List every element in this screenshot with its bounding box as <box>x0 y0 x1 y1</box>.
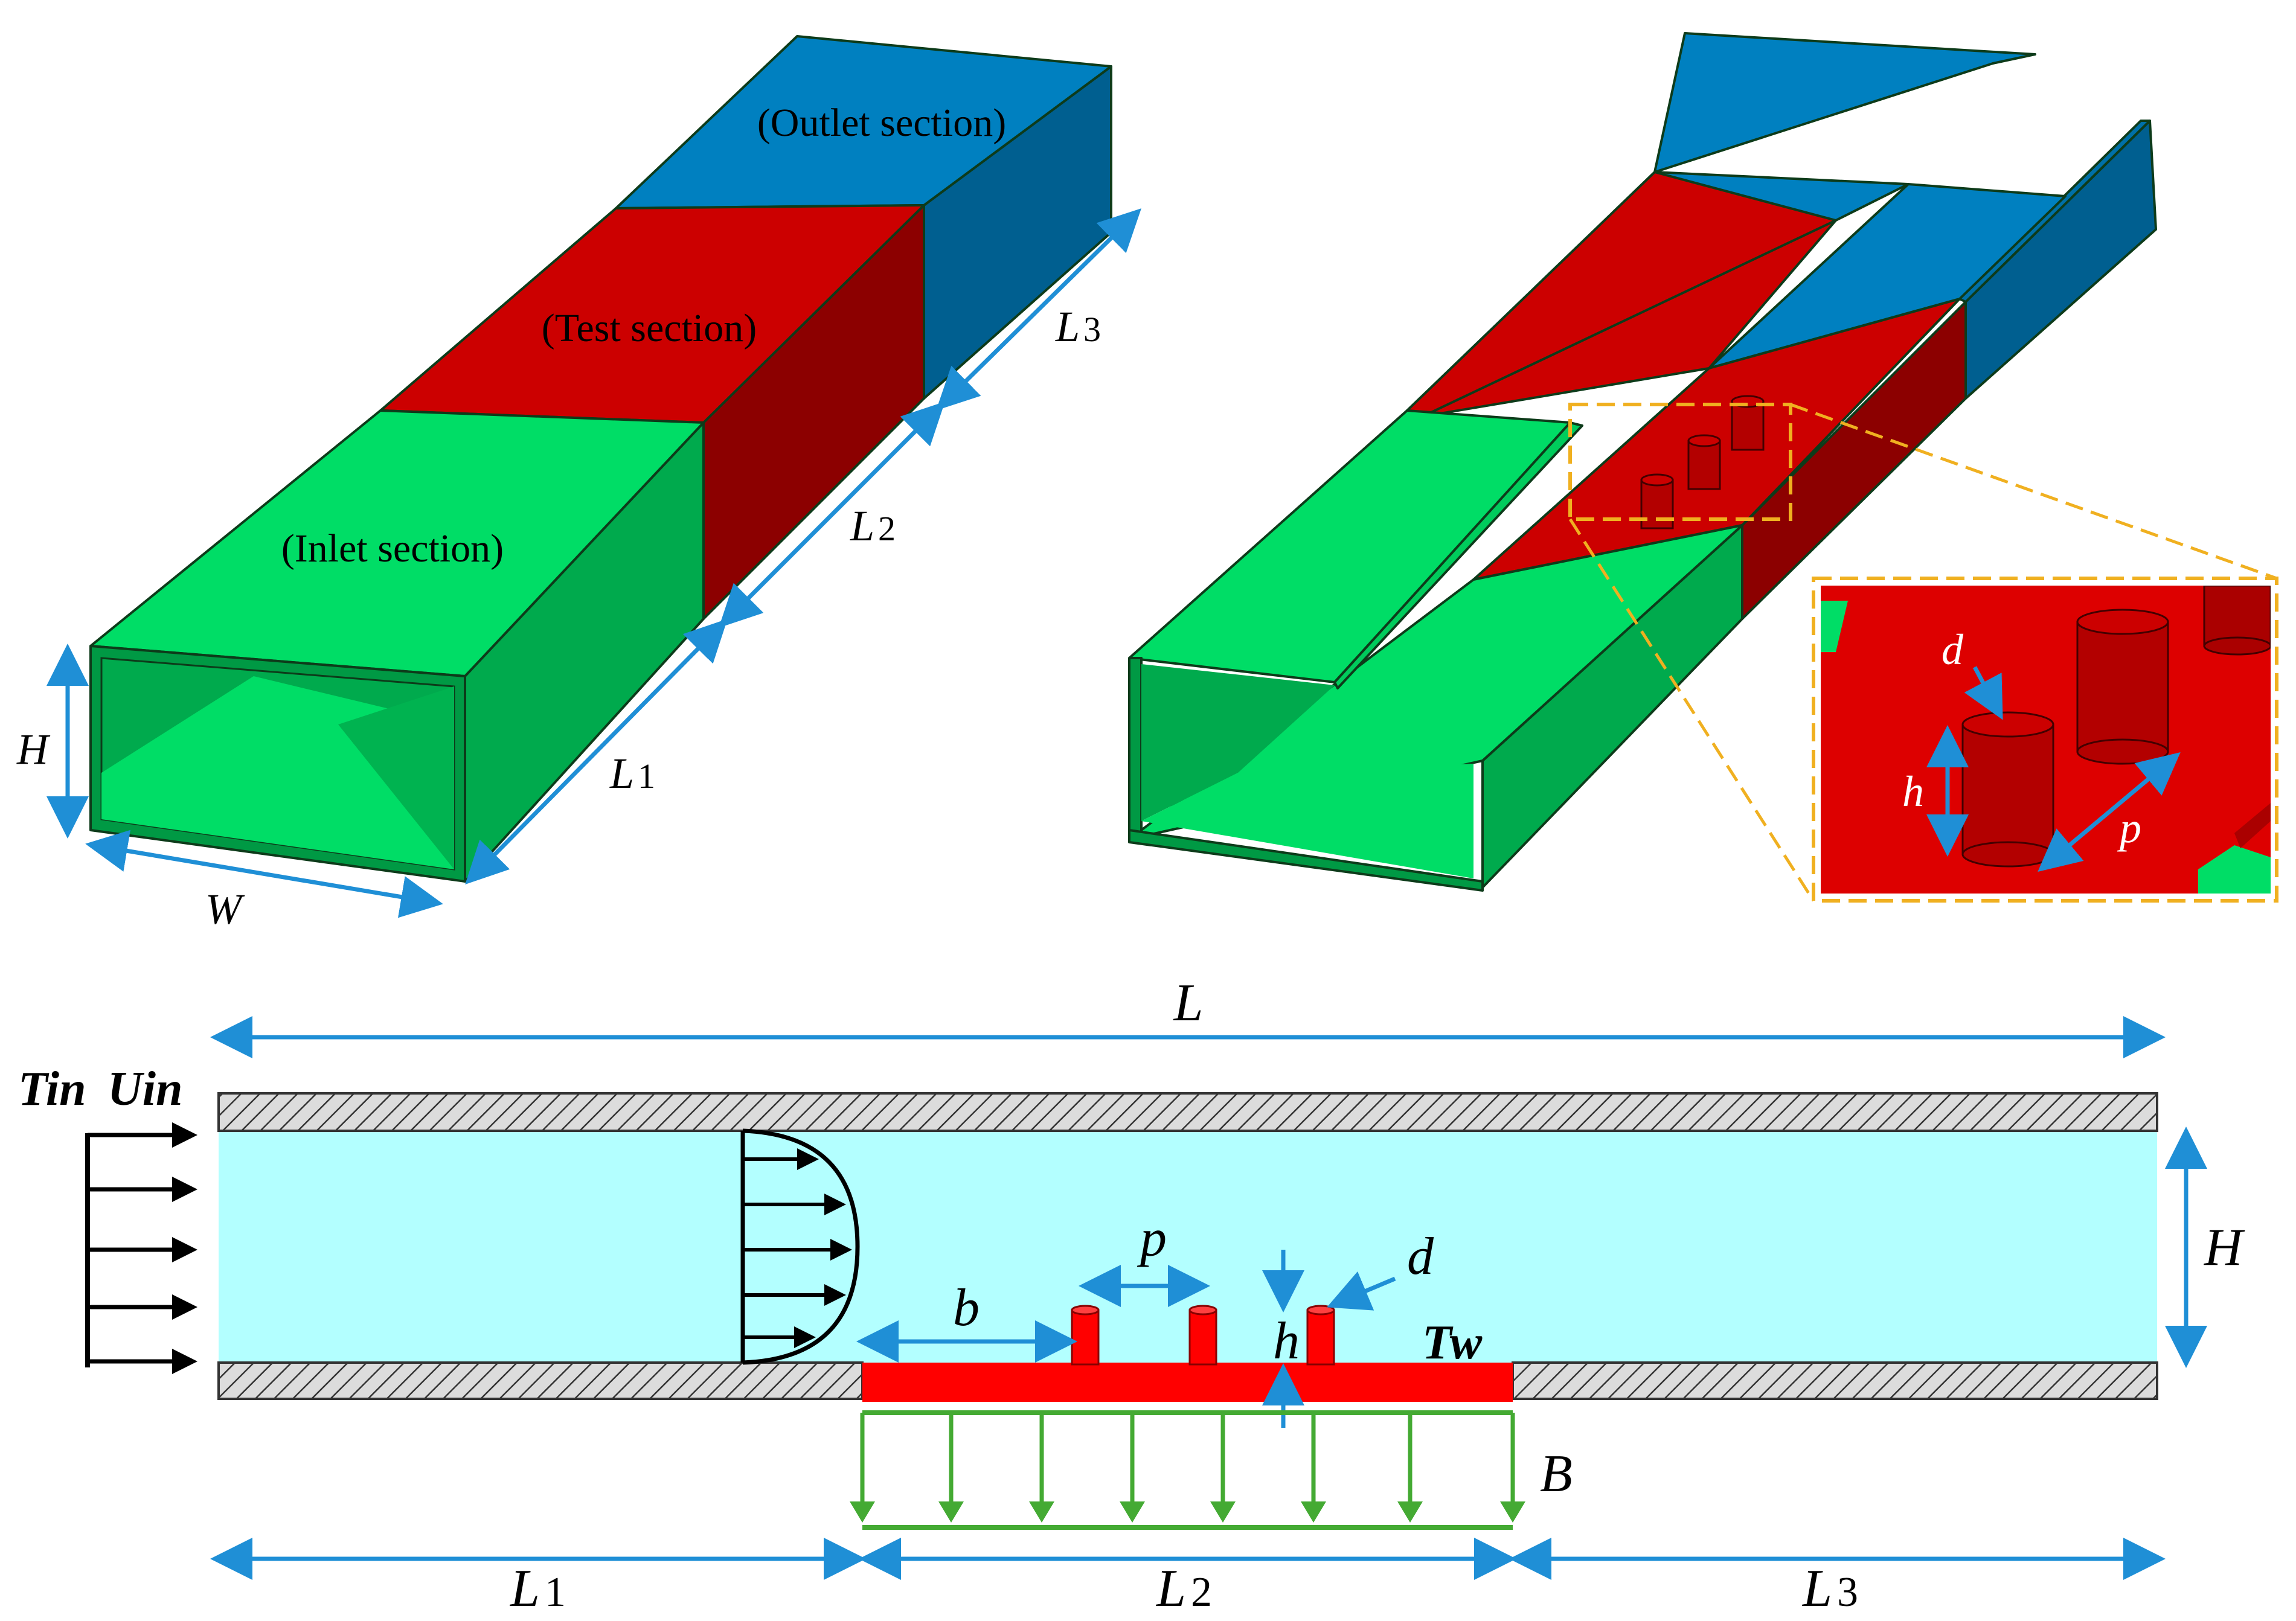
closed-duct-3d: (Outlet section) (Test section) (Inlet s… <box>16 35 1141 933</box>
outlet-left-ledge <box>1653 32 2036 173</box>
inlet-front-inner-wall <box>1141 664 1335 821</box>
Tin-label: Tin <box>18 1063 86 1116</box>
parabolic-velocity-profile <box>740 1128 860 1365</box>
dim-H2-label: H <box>2204 1218 2245 1277</box>
pin-3-top <box>1306 1305 1335 1316</box>
pin-small-3 <box>1731 400 1765 451</box>
dim-L3-arrow <box>936 208 1141 411</box>
pin-3 <box>1306 1309 1335 1366</box>
inset-p-arrow <box>2038 752 2181 872</box>
inset-pin-mid-base <box>2076 738 2169 765</box>
test-section-label: (Test section) <box>542 306 757 350</box>
Uin-label: Uin <box>107 1063 183 1116</box>
inset-pin-mid-top <box>2076 609 2169 635</box>
dim-W-label: W <box>205 885 245 933</box>
pin-small-2-top <box>1687 434 1721 447</box>
dim-d-label: d <box>1407 1227 1434 1286</box>
inset-d-arrow <box>1964 666 2003 720</box>
inset-red-ledge <box>2234 803 2271 848</box>
inset-green-corner-bottom <box>2198 845 2271 894</box>
inset-pin-far-base <box>2203 636 2271 656</box>
inset-p-label: p <box>2117 804 2141 852</box>
B-label: B <box>1540 1445 1573 1503</box>
inset-pin-near-top <box>1961 711 2054 738</box>
pin-1 <box>1071 1309 1100 1366</box>
inset-pin-near <box>1961 723 2054 855</box>
pin-2-top <box>1188 1305 1217 1316</box>
Tw-label: Tw <box>1422 1316 1483 1369</box>
dim-p-label: p <box>1137 1209 1167 1268</box>
pins-small <box>1640 395 1765 529</box>
pin-small-1-top <box>1640 473 1674 487</box>
zoom-leader-top <box>1790 403 2277 580</box>
pin-1-top <box>1071 1305 1100 1316</box>
inlet-left-ledge <box>1333 421 1583 689</box>
dim-b-label: b <box>953 1279 980 1337</box>
pin-2 <box>1188 1309 1217 1366</box>
dim-d-arrow <box>1327 1271 1396 1311</box>
inset-pin-mid <box>2076 621 2169 753</box>
inlet-front-left <box>1128 657 1143 840</box>
inset-zoom: d h p <box>1812 577 2278 903</box>
dim-H-label: H <box>16 725 51 773</box>
fluid-region <box>219 1131 2157 1363</box>
inlet-front-bottom <box>1128 829 1484 892</box>
top-wall <box>217 1092 2158 1132</box>
inlet-velocity-profile <box>85 1122 197 1374</box>
inset-d-label: d <box>1942 625 1964 674</box>
pin-small-2 <box>1687 440 1721 490</box>
inset-h-label: h <box>1902 767 1924 816</box>
dim-L-label: L <box>1173 974 1204 1032</box>
inset-pin-near-base <box>1961 841 2054 868</box>
inlet-inner-right-wall <box>338 686 454 869</box>
heat-flux-arrows <box>850 1410 1525 1530</box>
zoom-box-small <box>1568 403 1792 521</box>
bottom-wall-outlet <box>1512 1361 2158 1400</box>
parabolic-curve <box>742 1128 860 1365</box>
dim-L1-arrow <box>465 619 728 884</box>
inlet-section-label: (Inlet section) <box>281 526 504 571</box>
dim-h-label: h <box>1273 1312 1300 1370</box>
channel-schematic-2d: L Tin Uin <box>18 974 2245 1618</box>
heated-plate <box>862 1363 1513 1402</box>
cutaway-duct-3d <box>1128 32 2277 902</box>
bottom-wall-inlet <box>217 1361 864 1400</box>
zoom-leader-bottom <box>1568 518 1815 902</box>
inlet-inner-floor-cut <box>1141 764 1473 878</box>
outlet-section-label: (Outlet section) <box>757 101 1006 145</box>
dim-L2-arrow <box>719 401 945 628</box>
inset-green-corner-top <box>1821 601 1848 652</box>
dim-W-arrow <box>85 830 443 918</box>
